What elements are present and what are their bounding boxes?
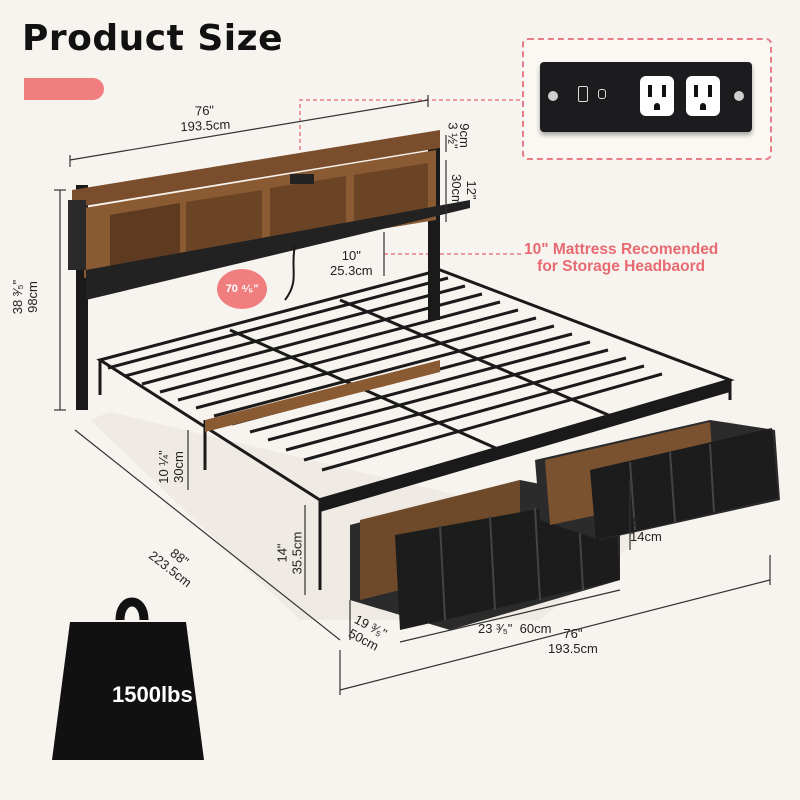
screw-icon [734, 91, 744, 101]
storage-drawer-front [350, 480, 620, 630]
drawer-height-label: 5 ½" 14cm [630, 514, 662, 544]
weight-capacity-label: 1500lbs [112, 682, 193, 707]
bed-frame [96, 268, 735, 590]
usb-a-port-icon [578, 86, 588, 102]
usb-c-port-icon [598, 89, 606, 99]
outlet-inset [522, 38, 772, 160]
outlet-callout-line [299, 99, 522, 178]
rail-height-label: 14" 35.5cm [274, 531, 305, 575]
mattress-recommendation-note: 10" Mattress Recomended for Storage Head… [524, 241, 719, 275]
bed-width-label: 76" 193.5cm [548, 626, 598, 656]
total-height-label: 38 ³⁄₅" 98cm [10, 279, 41, 315]
headboard-width-label: 76" 193.5cm [180, 102, 231, 135]
title-accent-bar [24, 78, 104, 100]
power-outlet-panel [540, 62, 752, 132]
under-bed-clearance-label: 10 ¼" 30cm [155, 450, 186, 484]
shelf-height-label: 12" 30cm [448, 174, 479, 206]
weight-icon [52, 597, 204, 760]
headboard [68, 130, 470, 410]
storage-drawer-back [535, 420, 780, 540]
drawer-width-label: 23 ³⁄₅" 60cm [478, 621, 552, 636]
ac-outlet-icon [640, 76, 674, 116]
page-title: Product Size [22, 18, 283, 59]
dimension-lines [54, 95, 771, 695]
screw-icon [548, 91, 558, 101]
ac-outlet-icon [686, 76, 720, 116]
mattress-height-label: 10" 25.3cm [330, 248, 373, 278]
shelf-depth-cm-label: 9cm [456, 123, 472, 148]
angle-badge: 70 ⁴⁄₅" [217, 269, 267, 309]
